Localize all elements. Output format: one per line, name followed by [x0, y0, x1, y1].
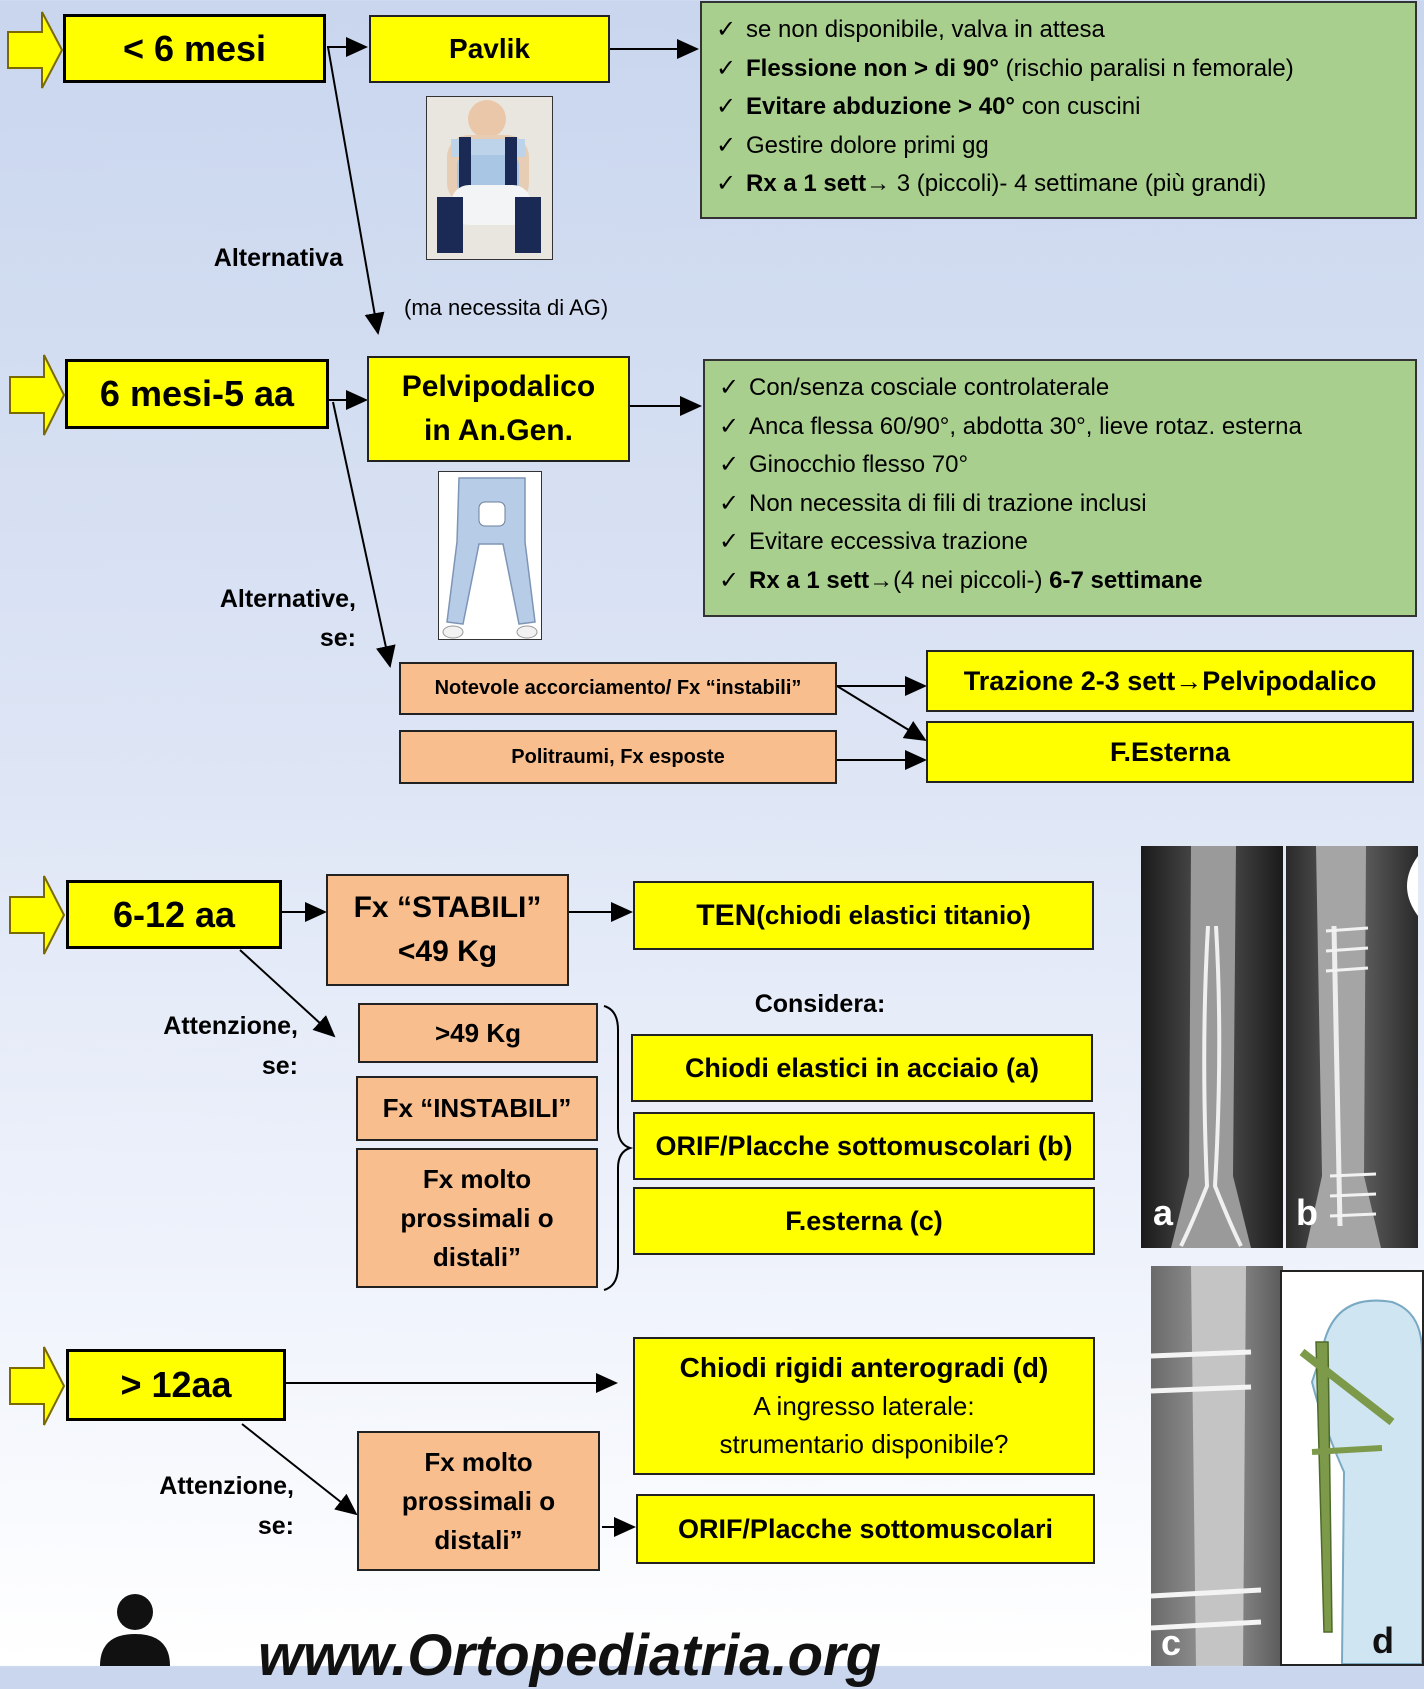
orif-label: ORIF/Placche sottomuscolari — [677, 1513, 1054, 1544]
condition-proximal-distal: Fx molto prossimali o distali” — [356, 1148, 598, 1288]
rigid-nails-box: Chiodi rigidi anterogradi (d) A ingresso… — [633, 1337, 1095, 1475]
condition-line: Fx molto — [422, 1163, 532, 1194]
note-item: ✓Con/senza cosciale controlaterale — [719, 374, 1110, 401]
person-icon — [90, 1592, 180, 1666]
condition-line: prossimali o — [401, 1485, 556, 1516]
age-label: > 12aa — [120, 1364, 232, 1405]
age-label: 6-12 aa — [112, 893, 236, 935]
attention-label-2: Attenzione, se: — [120, 1466, 294, 1546]
option-label: F.esterna (c) — [785, 1205, 943, 1236]
xray-label-d: d — [1372, 1620, 1394, 1661]
condition-over-49kg: >49 Kg — [358, 1003, 598, 1063]
note-item: ✓Gestire dolore primi gg — [716, 131, 989, 159]
condition-label: Fx “INSTABILI” — [382, 1093, 572, 1123]
age-label: < 6 mesi — [122, 27, 267, 69]
xray-image-b: b — [1286, 846, 1418, 1248]
pelvipodalico-notes-box: ✓Con/senza cosciale controlaterale ✓Anca… — [703, 359, 1417, 617]
rigid-line-2: A ingresso laterale: — [753, 1391, 975, 1421]
alternative-label: Alternativa — [213, 244, 343, 272]
condition-polytrauma-open: Politraumi, Fx esposte — [399, 730, 837, 784]
note-item: ✓Non necessita di fili di trazione inclu… — [719, 489, 1147, 517]
treatment-line-1: Pelvipodalico — [401, 370, 596, 403]
traction-result-box: Trazione 2-3 sett→Pelvipodalico — [926, 650, 1414, 712]
age-box-6-months-5-years: 6 mesi-5 aa — [65, 359, 329, 429]
stable-line-2: <49 Kg — [397, 935, 498, 968]
condition-label: >49 Kg — [435, 1017, 521, 1048]
option-external-fixation: F.esterna (c) — [633, 1187, 1095, 1255]
pavlik-harness-image — [426, 96, 553, 260]
condition-line: distali” — [434, 1524, 523, 1555]
consider-label: Considera: — [754, 990, 886, 1018]
attention-line-2: se: — [261, 1052, 298, 1080]
ten-box: TEN (chiodi elastici titanio) — [633, 881, 1094, 950]
ten-note: (chiodi elastici titanio) — [756, 900, 1031, 930]
treatment-line-2: in An.Gen. — [424, 414, 573, 447]
note-item: ✓Evitare abduzione > 40° con cuscini — [716, 93, 1141, 120]
condition-line: Fx molto — [424, 1446, 533, 1477]
alternatives-label-line-1: Alternative, — [219, 585, 356, 613]
age-label: 6 mesi-5 aa — [99, 373, 295, 414]
option-label: ORIF/Placche sottomuscolari (b) — [655, 1130, 1073, 1161]
alternative-note: (ma necessita di AG) — [404, 295, 609, 320]
note-item: ✓se non disponibile, valva in attesa — [716, 16, 1105, 43]
note-item: ✓Anca flessa 60/90°, abdotta 30°, lieve … — [719, 412, 1302, 440]
note-item: ✓Flessione non > di 90° (rischio paralis… — [716, 54, 1294, 82]
condition-shortening-unstable: Notevole accorciamento/ Fx “instabili” — [399, 662, 837, 715]
orif-plates-box: ORIF/Placche sottomuscolari — [636, 1494, 1095, 1564]
alternatives-label-line-2: se: — [319, 624, 356, 652]
condition-unstable: Fx “INSTABILI” — [356, 1076, 598, 1141]
option-steel-elastic-nails: Chiodi elastici in acciaio (a) — [631, 1034, 1093, 1102]
nail-illustration-d: d — [1280, 1270, 1424, 1666]
condition-line: prossimali o — [400, 1202, 554, 1233]
note-item: ✓Rx a 1 sett→ 3 (piccoli)- 4 settimane (… — [716, 170, 1267, 197]
attention-line-2: se: — [257, 1512, 294, 1540]
treatment-label: Pavlik — [449, 33, 530, 64]
option-label: Chiodi elastici in acciaio (a) — [684, 1052, 1040, 1083]
alternatives-label: Alternative, se: — [150, 580, 356, 658]
rigid-line-3: strumentario disponibile? — [719, 1429, 1009, 1459]
xray-label-a: a — [1153, 1192, 1174, 1233]
result-label: Trazione 2-3 sett→Pelvipodalico — [963, 665, 1377, 696]
age-box-over-12-years: > 12aa — [66, 1349, 286, 1421]
pelvipodalico-box: Pelvipodalico in An.Gen. — [367, 356, 630, 462]
note-item: ✓Evitare eccessiva trazione — [719, 528, 1028, 555]
xray-image-c: c — [1151, 1266, 1283, 1666]
xray-label-c: c — [1161, 1622, 1182, 1663]
note-item: ✓Rx a 1 sett→(4 nei piccoli-) 6-7 settim… — [719, 566, 1203, 594]
ten-label: TEN — [696, 898, 757, 932]
stable-line-1: Fx “STABILI” — [353, 891, 542, 924]
condition-label: Notevole accorciamento/ Fx “instabili” — [434, 677, 802, 699]
curly-brace — [603, 1005, 634, 1291]
rigid-line-1: Chiodi rigidi anterogradi (d) — [679, 1352, 1049, 1383]
condition-proximal-distal-2: Fx molto prossimali o distali” — [357, 1431, 600, 1571]
xray-image-a: a — [1141, 846, 1283, 1248]
condition-label: Politraumi, Fx esposte — [511, 745, 725, 768]
age-box-6-12-years: 6-12 aa — [66, 880, 282, 949]
attention-line-1: Attenzione, — [159, 1472, 294, 1500]
condition-line: distali” — [432, 1241, 522, 1272]
external-fixation-result-box: F.Esterna — [926, 721, 1414, 783]
pavlik-notes-box: ✓se non disponibile, valva in attesa ✓Fl… — [700, 1, 1417, 219]
age-box-under-6-months: < 6 mesi — [63, 14, 326, 83]
stable-fracture-box: Fx “STABILI” <49 Kg — [326, 874, 569, 986]
website-url[interactable]: www.Ortopediatria.org — [258, 1623, 882, 1688]
option-orif-plates: ORIF/Placche sottomuscolari (b) — [633, 1112, 1095, 1180]
attention-label: Attenzione, se: — [120, 1006, 298, 1086]
result-label: F.Esterna — [1109, 736, 1231, 767]
attention-line-1: Attenzione, — [163, 1012, 298, 1040]
yellow-entry-arrows — [7, 11, 66, 1426]
note-item: ✓Ginocchio flesso 70° — [719, 451, 969, 478]
pavlik-box: Pavlik — [369, 15, 610, 83]
spica-cast-image — [438, 471, 542, 640]
xray-label-b: b — [1296, 1192, 1318, 1233]
